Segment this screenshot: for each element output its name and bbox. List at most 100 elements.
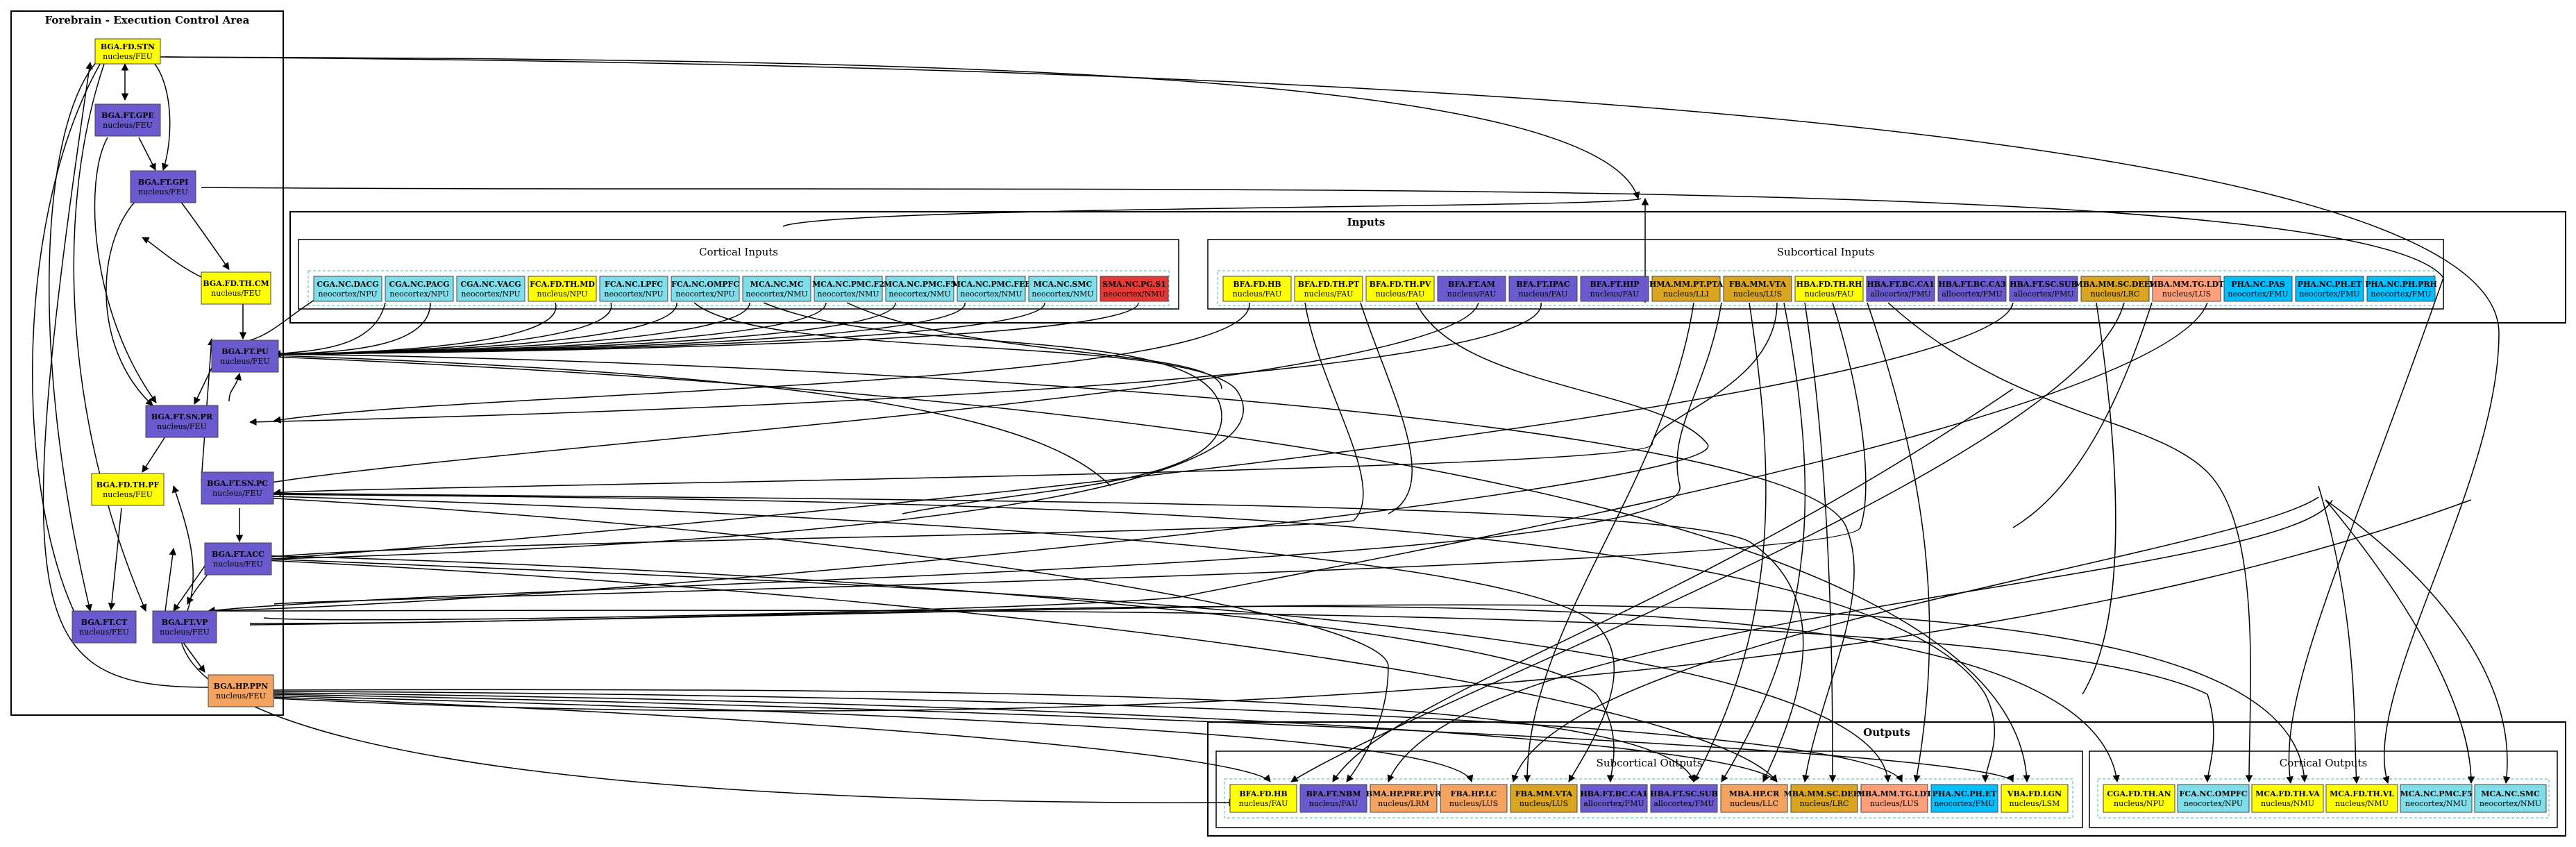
edge [49,60,98,612]
node-name: PHA.NC.PH.PRH [2365,280,2437,289]
node-box [1937,276,2007,302]
node-type: neocortex/NMU [2480,799,2541,808]
node-box [1222,276,1292,302]
node-box [1508,276,1578,302]
node-type: nucleus/LUS [1870,799,1919,808]
node-type: nucleus/NMU [2335,799,2389,808]
edge [2325,499,2511,785]
edge [94,137,157,403]
node-type: allocortex/FMU [1653,799,1714,808]
edge [1804,302,1837,783]
node-box [1790,784,1858,813]
node-name: PHA.NC.PH.ET [1933,789,1997,798]
edge [273,355,1111,487]
edge [273,302,966,355]
subcortical-inputs-cluster-title: Subcortical Inputs [1777,246,1874,258]
node-type: allocortex/FMU [1583,799,1644,808]
edge [2325,499,2475,785]
node-box [385,276,454,302]
edge-layer [32,56,2511,807]
node-name: CGA.FD.TH.AN [2107,789,2171,798]
node-name: FCA.FD.TH.MD [530,280,595,289]
node-type: nucleus/FEU [79,628,129,637]
edge [187,573,209,605]
node-type: nucleus/FAU [1304,290,1354,299]
node-box [1229,784,1297,813]
node-box [2177,784,2250,813]
node-type: nucleus/FAU [1376,290,1425,299]
node-type: neocortex/NPU [2184,799,2243,808]
edge [108,508,122,611]
node-type: neocortex/NMU [817,290,879,299]
node-box [1794,276,1864,302]
node-name: BMA.HP.PRF.PVR [1366,789,1442,798]
node-name: MCA.NC.PMC.FEF [952,280,1031,289]
node-box [1440,784,1508,813]
node-name: MCA.NC.PMC.F2 [812,280,884,289]
edge [158,56,1640,200]
node-type: nucleus/LLC [1730,799,1778,808]
node-box [957,276,1026,302]
edge [846,302,1222,389]
